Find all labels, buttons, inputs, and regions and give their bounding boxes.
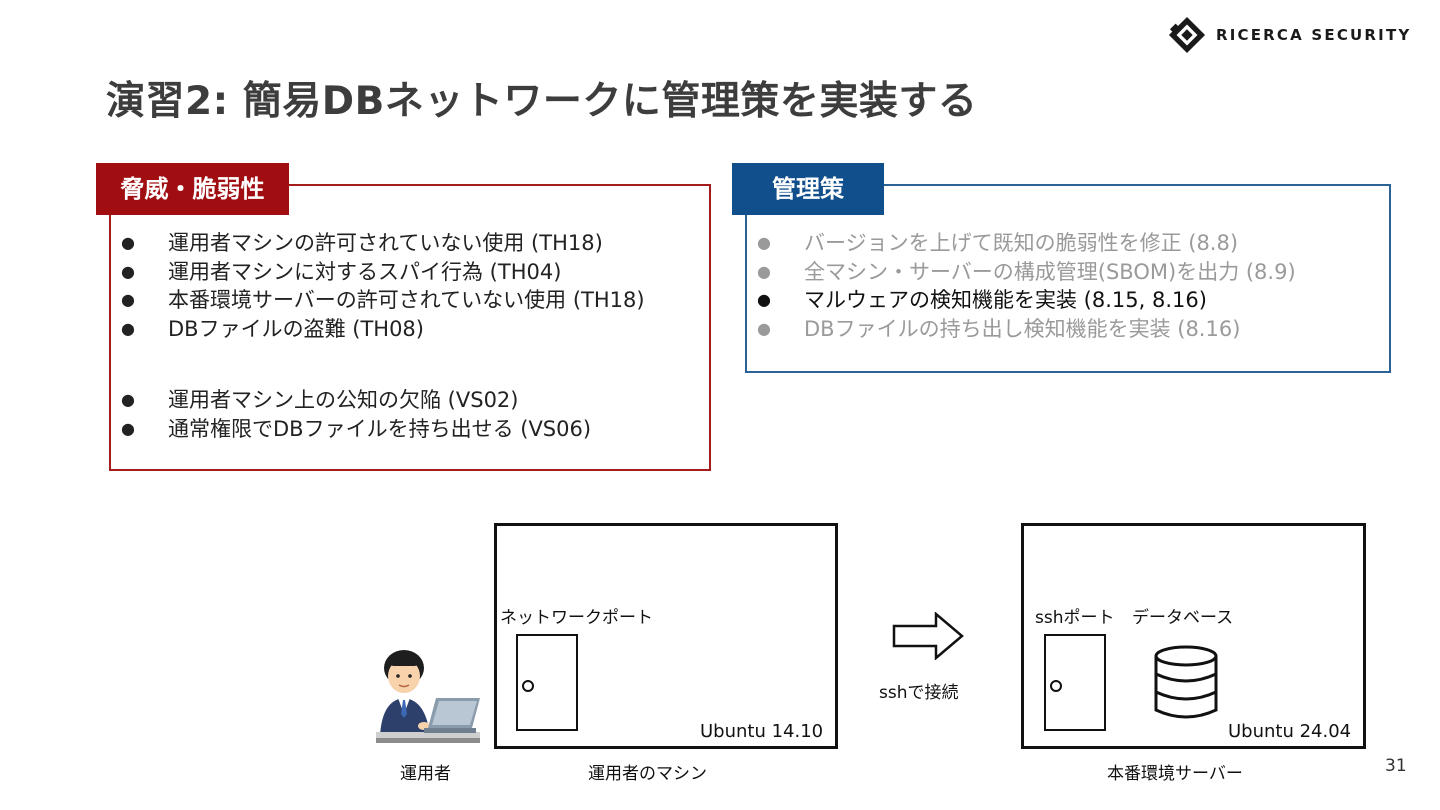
threat-panel	[109, 184, 711, 471]
door-knob	[1050, 680, 1062, 692]
operator-label: 運用者	[400, 764, 451, 784]
slide-title: 演習2: 簡易DBネットワークに管理策を実装する	[106, 79, 978, 124]
list-item: ●全マシン・サーバーの構成管理(SBOM)を出力 (8.9)	[757, 259, 1296, 284]
laptop-icon	[424, 698, 480, 733]
list-item: ●運用者マシンに対するスパイ行為 (TH04)	[121, 259, 562, 284]
control-list: ●バージョンを上げて既知の脆弱性を修正 (8.8) ●全マシン・サーバーの構成管…	[754, 229, 1296, 343]
network-port-label: ネットワークポート	[500, 608, 653, 628]
list-item: ●マルウェアの検知機能を実装 (8.15, 8.16)	[757, 288, 1207, 312]
page-number: 31	[1385, 756, 1407, 776]
control-tag: 管理策	[732, 163, 884, 215]
database-label: データベース	[1132, 608, 1234, 628]
right-arrow-icon	[892, 612, 964, 660]
server-os-label: Ubuntu 24.04	[1228, 721, 1352, 742]
list-item: ●バージョンを上げて既知の脆弱性を修正 (8.8)	[757, 231, 1239, 255]
company-logo: RICERCA SECURITY	[1168, 16, 1411, 54]
threat-list: ●運用者マシンの許可されていない使用 (TH18) ●運用者マシンに対するスパイ…	[118, 229, 645, 343]
list-item: ●通常権限でDBファイルを持ち出せる (VS06)	[121, 416, 592, 441]
door-knob	[522, 680, 534, 692]
operator-person-icon	[376, 650, 480, 743]
operator-machine-caption: 運用者のマシン	[588, 764, 707, 784]
ricerca-logo-icon	[1168, 16, 1206, 54]
database-icon	[1154, 645, 1218, 719]
control-panel	[745, 184, 1391, 373]
server-caption: 本番環境サーバー	[1107, 764, 1243, 784]
connection-label: sshで接続	[879, 683, 959, 703]
operator-os-label: Ubuntu 14.10	[700, 721, 824, 742]
logo-text: RICERCA SECURITY	[1216, 26, 1412, 44]
list-item: ●DBファイルの盗難 (TH08)	[121, 316, 424, 341]
list-item: ●本番環境サーバーの許可されていない使用 (TH18)	[121, 288, 645, 312]
list-item: ●運用者マシンの許可されていない使用 (TH18)	[121, 231, 603, 255]
ssh-port-label: sshポート	[1035, 608, 1115, 628]
list-item: ●DBファイルの持ち出し検知機能を実装 (8.16)	[757, 316, 1241, 341]
list-item: ●運用者マシン上の公知の欠陥 (VS02)	[121, 388, 519, 412]
vulnerability-list: ●運用者マシン上の公知の欠陥 (VS02) ●通常権限でDBファイルを持ち出せる…	[118, 386, 591, 443]
threat-tag: 脅威・脆弱性	[96, 163, 289, 215]
